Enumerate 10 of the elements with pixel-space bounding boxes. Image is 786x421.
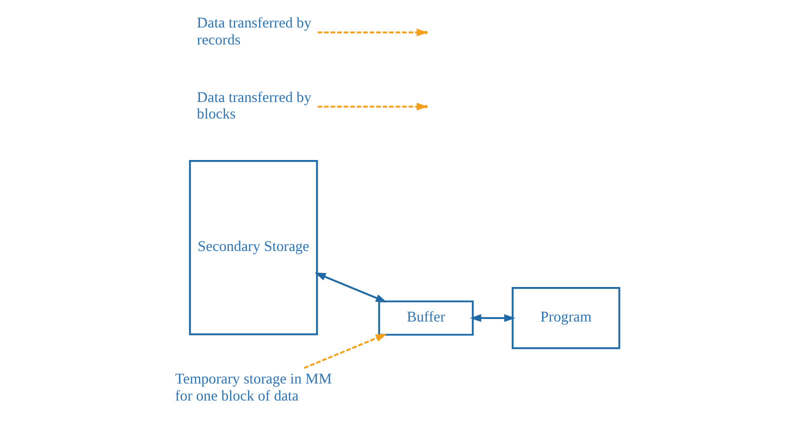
node-box: Buffer bbox=[378, 300, 474, 336]
node-box: Secondary Storage bbox=[188, 160, 318, 336]
node-box: Program bbox=[511, 287, 620, 350]
arrow bbox=[317, 102, 428, 111]
arrow bbox=[470, 314, 515, 322]
node-text: Temporary storage in MM for one block of data bbox=[174, 372, 332, 404]
node-text: Data transferred by records bbox=[196, 16, 311, 48]
arrow bbox=[314, 272, 386, 302]
arrow bbox=[303, 334, 386, 369]
node-text: Data transferred by blocks bbox=[196, 90, 311, 123]
